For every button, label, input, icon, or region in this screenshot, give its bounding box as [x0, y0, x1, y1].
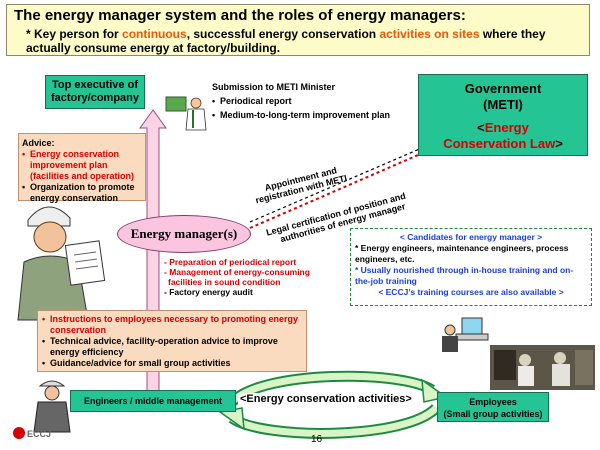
submission-item: Periodical report — [212, 94, 412, 108]
advice-item: Organization to promote energy conservat… — [22, 182, 142, 204]
manager-duties-list: - Preparation of periodical report - Man… — [164, 257, 344, 297]
worker-with-clipboard-icon — [17, 206, 106, 321]
factory-workers-photo — [490, 345, 595, 390]
candidates-heading: < Candidates for energy manager > — [399, 232, 543, 242]
energy-conservation-law: <Energy Conservation Law> — [443, 120, 563, 151]
government-box: Government (METI) <Energy Conservation L… — [418, 74, 588, 156]
instruction-item: Technical advice, facility-operation adv… — [42, 336, 302, 358]
instructions-box: Instructions to employees necessary to p… — [37, 310, 307, 372]
appointment-dotted-line — [249, 137, 446, 223]
energy-manager-oval: Energy manager(s) — [117, 215, 251, 253]
submission-text: Submission to METI Minister Periodical r… — [212, 80, 412, 122]
svg-text:ECCJ: ECCJ — [27, 429, 51, 439]
presenter-figure-icon — [165, 96, 207, 131]
page-title: The energy manager system and the roles … — [14, 7, 466, 24]
title-box — [6, 4, 590, 56]
instruction-item: Guidance/advice for small group activiti… — [42, 358, 302, 369]
submission-item: Medium-to-long-term improvement plan — [212, 108, 412, 122]
employees-box: Employees (Small group activities) — [437, 392, 549, 422]
engineers-box: Engineers / middle management — [70, 390, 236, 412]
government-name: Government — [464, 81, 542, 96]
candidates-item: * Energy engineers, maintenance engineer… — [355, 243, 569, 264]
candidates-item: * Usually nourished through in-house tra… — [355, 265, 574, 286]
advice-box: Advice: Energy conservation improvement … — [18, 133, 146, 204]
advice-heading: Advice: — [22, 138, 55, 148]
duty-item: - Preparation of periodical report — [164, 257, 297, 267]
page-number: 16 — [311, 434, 323, 445]
eccj-logo: ECCJ — [13, 427, 51, 439]
energy-conservation-activities-label: <Energy conservation activities> — [238, 393, 414, 405]
candidates-box: < Candidates for energy manager > * Ener… — [350, 228, 592, 306]
instruction-item: Instructions to employees necessary to p… — [42, 314, 302, 336]
government-abbr: (METI) — [483, 97, 523, 112]
duty-item: - Factory energy audit — [164, 287, 253, 297]
cycle-arrows — [218, 370, 448, 439]
advice-item: Energy conservation improvement plan (fa… — [22, 149, 142, 182]
page-subtitle: * Key person for continuous, successful … — [26, 27, 546, 55]
computer-worker-icon — [442, 317, 489, 352]
candidates-item: < ECCJ’s training courses are also avail… — [378, 287, 564, 297]
top-executive-box: Top executive of factory/company — [45, 75, 145, 109]
duty-item: - Management of energy-consuming facilit… — [164, 267, 310, 287]
submission-heading: Submission to METI Minister — [212, 82, 336, 92]
engineer-figure-icon — [33, 380, 71, 433]
